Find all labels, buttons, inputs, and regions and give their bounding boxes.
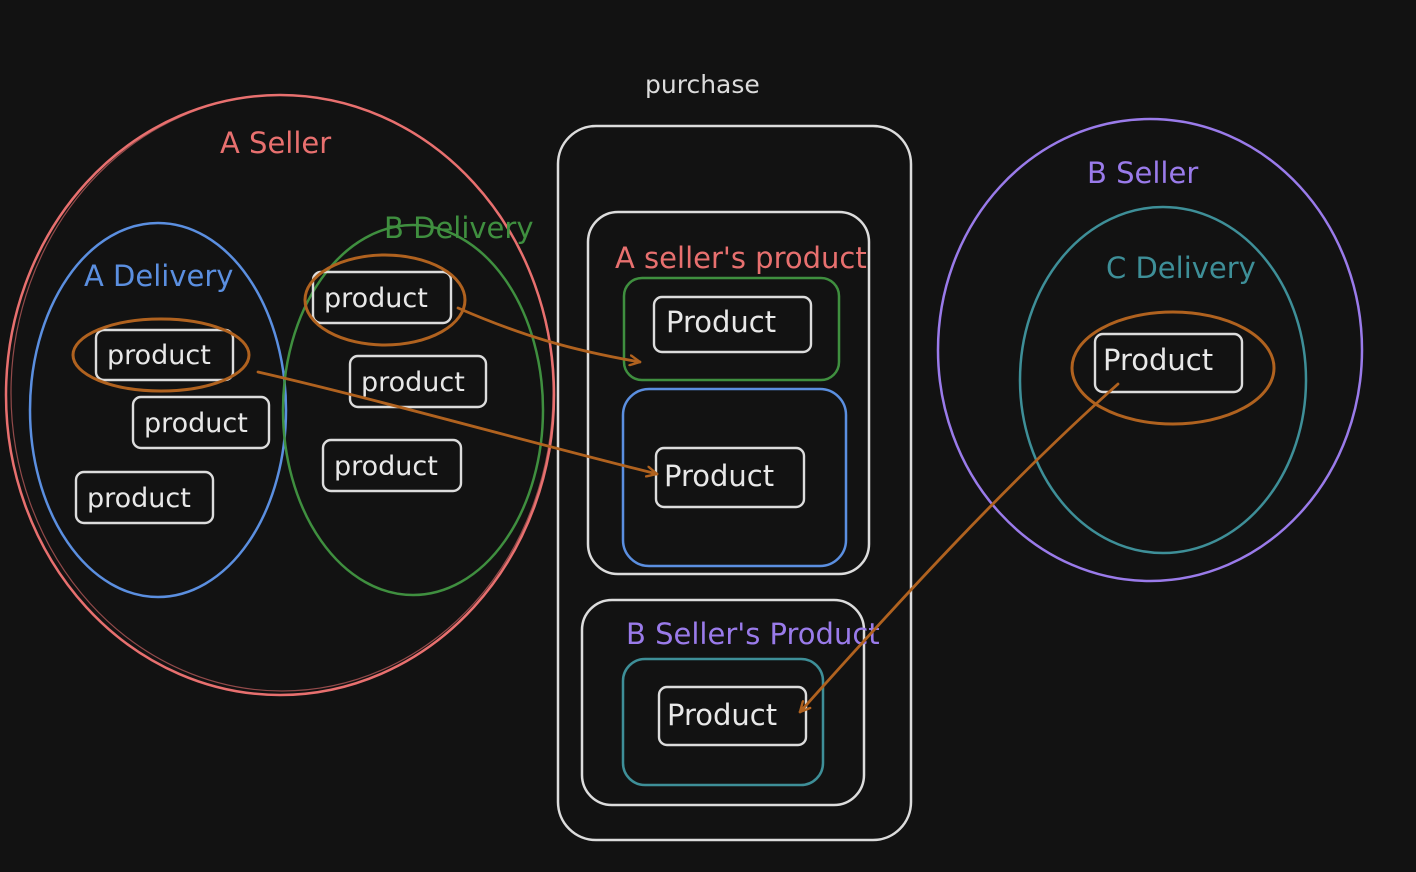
b-delivery-ellipse [281, 223, 545, 597]
product-label: Product [667, 698, 777, 732]
arrow-a-delivery-to-purchase [256, 370, 659, 474]
product-label: product [144, 408, 248, 439]
product-label: Product [664, 459, 774, 493]
product-label: product [107, 340, 211, 371]
a-sellers-product-container [586, 210, 871, 576]
a-delivery-label: A Delivery [84, 259, 233, 293]
product-box: product [74, 470, 215, 525]
arrow-b-delivery-to-purchase [456, 306, 642, 362]
product-label: product [324, 283, 428, 314]
c-delivery-label: C Delivery [1106, 251, 1256, 285]
a-sellers-product-label: A seller's product [615, 241, 867, 275]
b-sellers-product-container [580, 598, 866, 807]
a-delivery-inner-box [621, 387, 848, 568]
product-box: Product [654, 446, 806, 509]
product-box: Product [1093, 332, 1244, 394]
b-seller-group: B Seller C Delivery Product [936, 117, 1364, 583]
product-box: product [311, 270, 453, 325]
product-label: Product [1103, 343, 1213, 377]
b-sellers-product-label: B Seller's Product [626, 617, 880, 651]
product-label: product [87, 483, 191, 514]
b-delivery-label: B Delivery [384, 211, 534, 245]
a-seller-ellipse-stroke2 [10, 94, 554, 692]
a-delivery-ellipse [28, 221, 288, 599]
product-label: product [361, 367, 465, 398]
product-label: Product [666, 305, 776, 339]
product-box: product [94, 328, 235, 382]
a-seller-group: A Seller A Delivery B Delivery product p… [4, 93, 556, 697]
c-delivery-inner-box [621, 657, 825, 787]
b-seller-ellipse [936, 117, 1364, 583]
a-seller-label: A Seller [220, 126, 331, 160]
purchase-container [556, 124, 913, 842]
product-box: product [321, 438, 463, 493]
product-box: Product [652, 295, 813, 354]
product-box: product [348, 354, 488, 409]
product-label: product [334, 451, 438, 482]
highlight-ellipse [1070, 310, 1276, 426]
product-box: Product [657, 685, 808, 747]
highlight-ellipse [303, 253, 467, 347]
b-delivery-inner-box [622, 276, 841, 382]
purchase-group: purchase A seller's product Product Prod… [556, 70, 913, 842]
b-seller-label: B Seller [1087, 156, 1198, 190]
purchase-label: purchase [645, 70, 760, 99]
highlight-ellipse [71, 317, 251, 393]
c-delivery-ellipse [1018, 205, 1308, 555]
arrow-c-delivery-to-purchase [798, 382, 1120, 714]
product-box: product [131, 395, 271, 450]
